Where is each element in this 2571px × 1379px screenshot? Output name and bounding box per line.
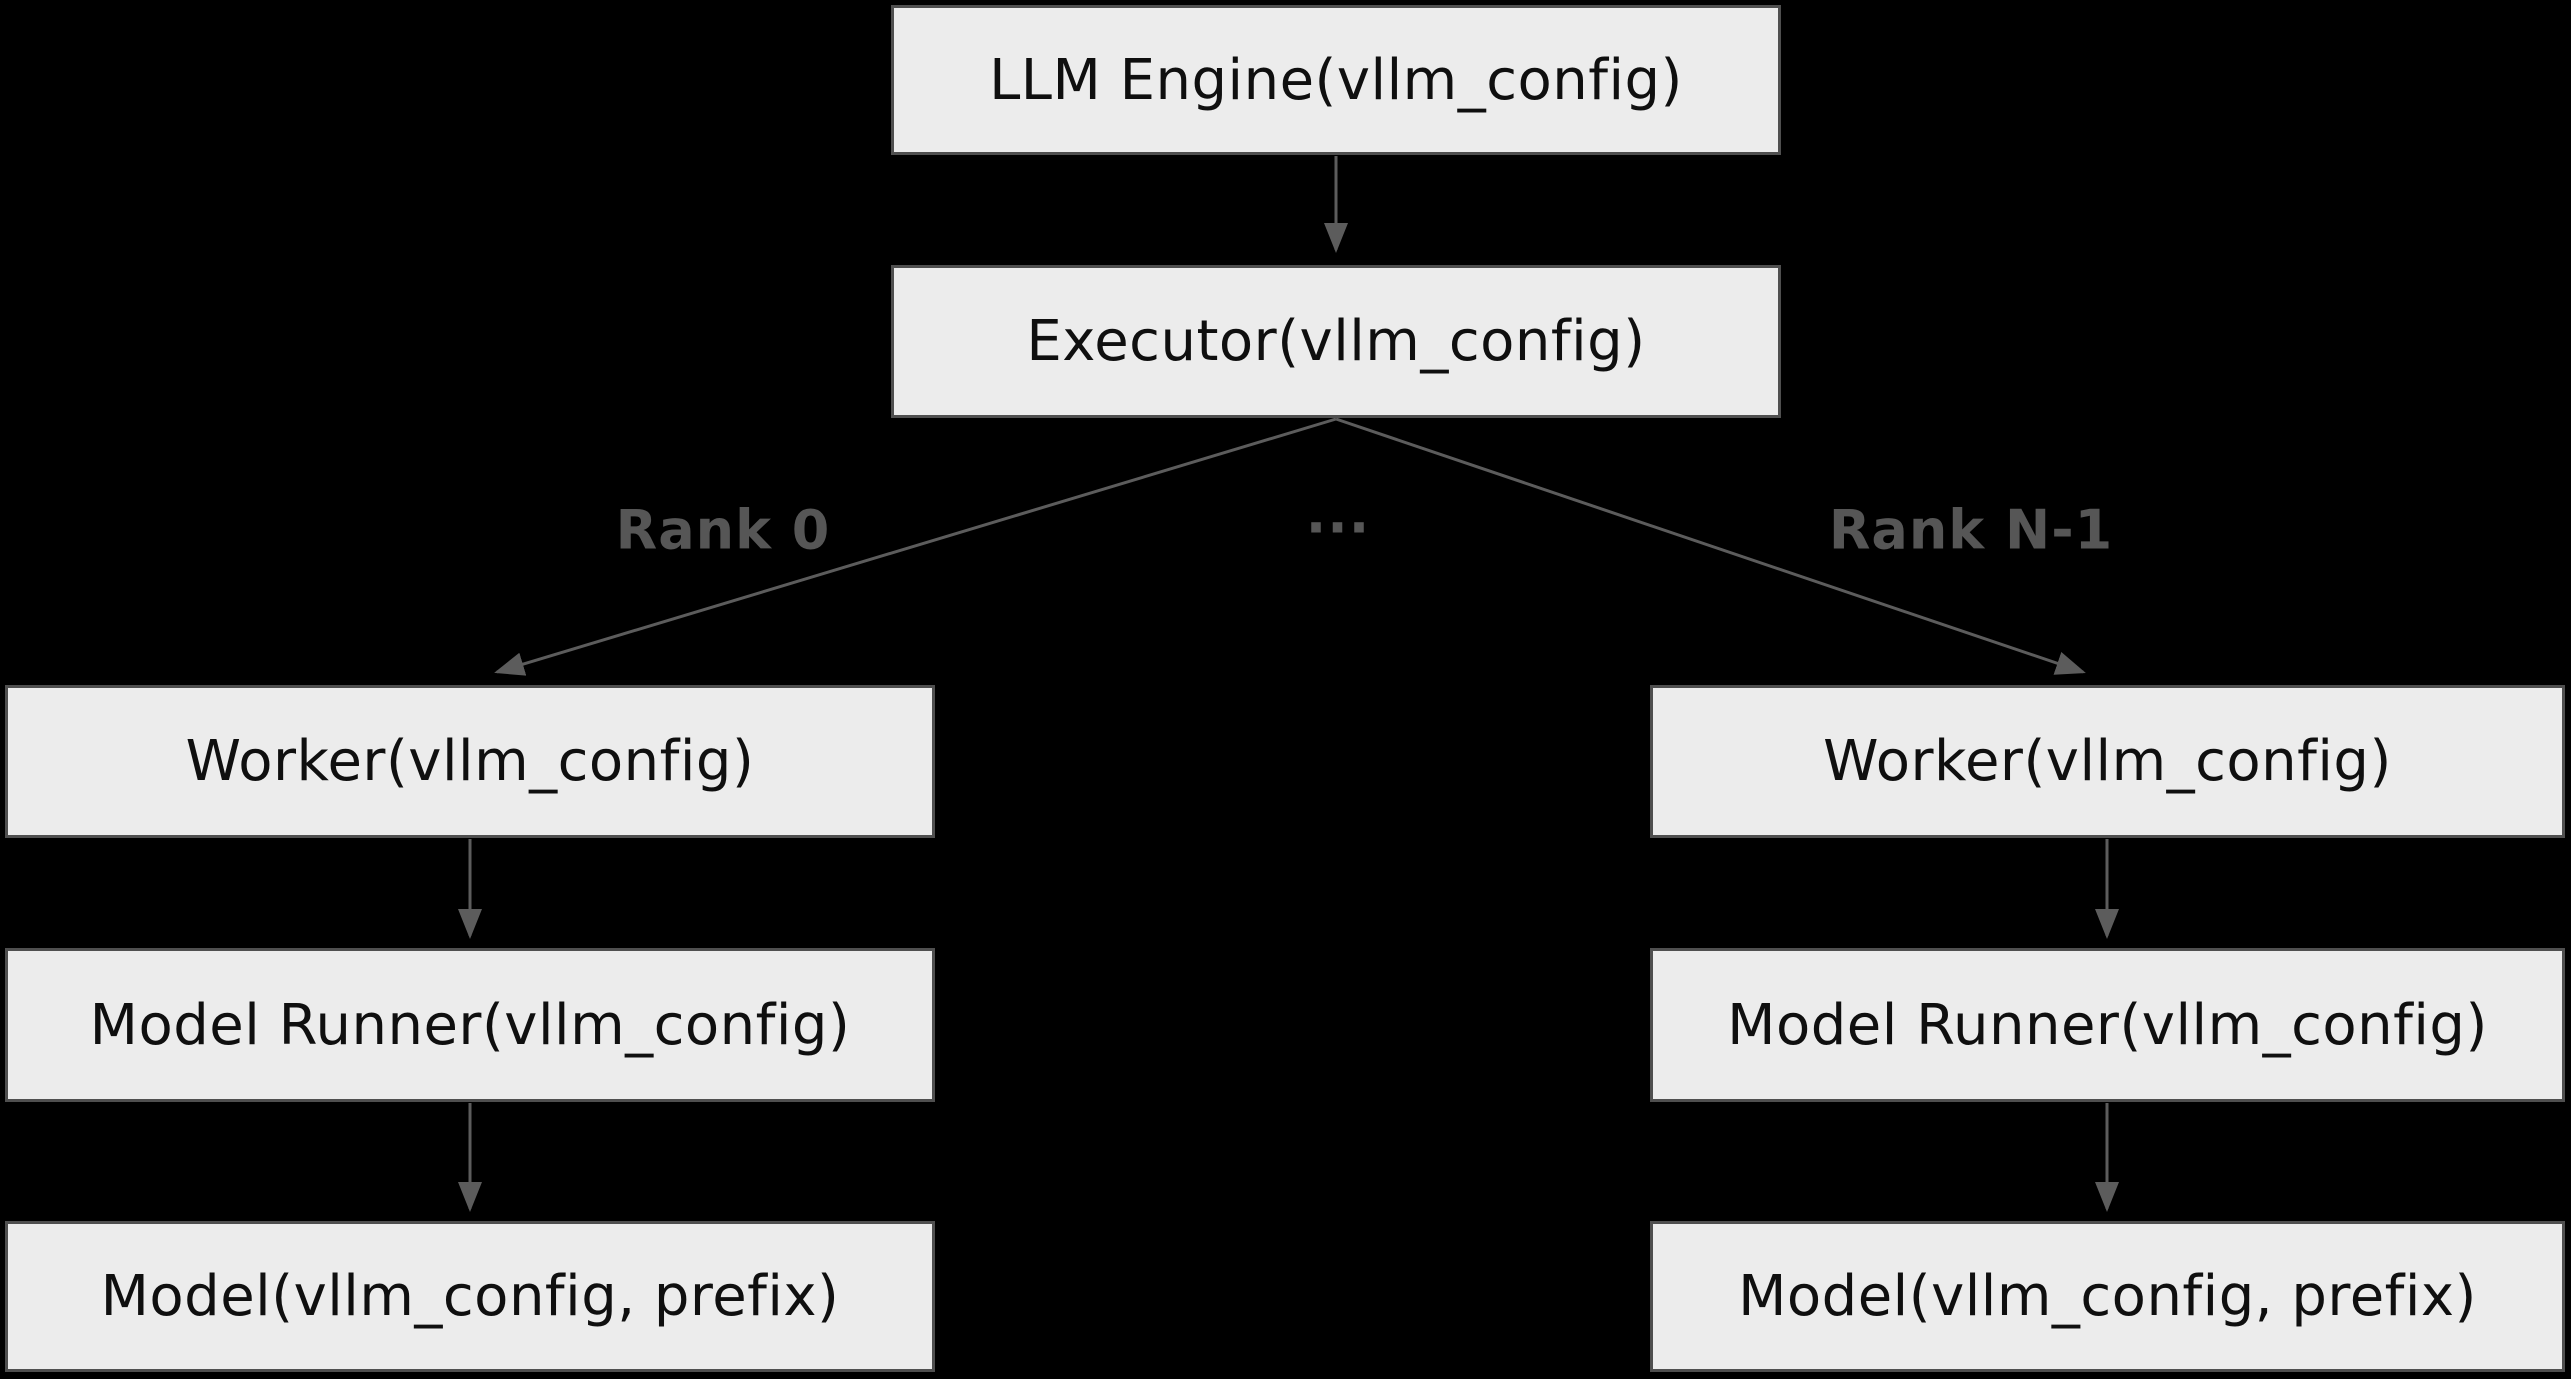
edge-executor-to-worker-rankn	[1335, 417, 2086, 675]
node-executor: Executor(vllm_config)	[891, 265, 1781, 418]
node-model-runner-rank0-label: Model Runner(vllm_config)	[89, 992, 851, 1058]
edge-executor-to-worker-rank0	[494, 417, 1337, 676]
node-llm-engine-label: LLM Engine(vllm_config)	[989, 47, 1683, 113]
node-worker-rank0-label: Worker(vllm_config)	[185, 729, 755, 794]
node-model-rank0-label: Model(vllm_config, prefix)	[100, 1264, 840, 1329]
node-model-runner-rankn-label: Model Runner(vllm_config)	[1727, 992, 2488, 1058]
node-worker-rank0: Worker(vllm_config)	[5, 685, 935, 838]
edge-label-rank-0: Rank 0	[615, 498, 831, 562]
node-model-rankn-label: Model(vllm_config, prefix)	[1738, 1264, 2477, 1329]
node-worker-rankn: Worker(vllm_config)	[1650, 685, 2565, 838]
edge-label-ellipsis: ...	[1305, 482, 1371, 546]
node-model-runner-rankn: Model Runner(vllm_config)	[1650, 948, 2565, 1102]
node-executor-label: Executor(vllm_config)	[1026, 309, 1646, 374]
edge-label-rank-n-1: Rank N-1	[1828, 498, 2114, 562]
node-model-rank0: Model(vllm_config, prefix)	[5, 1221, 935, 1372]
node-model-runner-rank0: Model Runner(vllm_config)	[5, 948, 935, 1102]
node-model-rankn: Model(vllm_config, prefix)	[1650, 1221, 2565, 1372]
node-worker-rankn-label: Worker(vllm_config)	[1823, 729, 2392, 794]
node-llm-engine: LLM Engine(vllm_config)	[891, 5, 1781, 155]
